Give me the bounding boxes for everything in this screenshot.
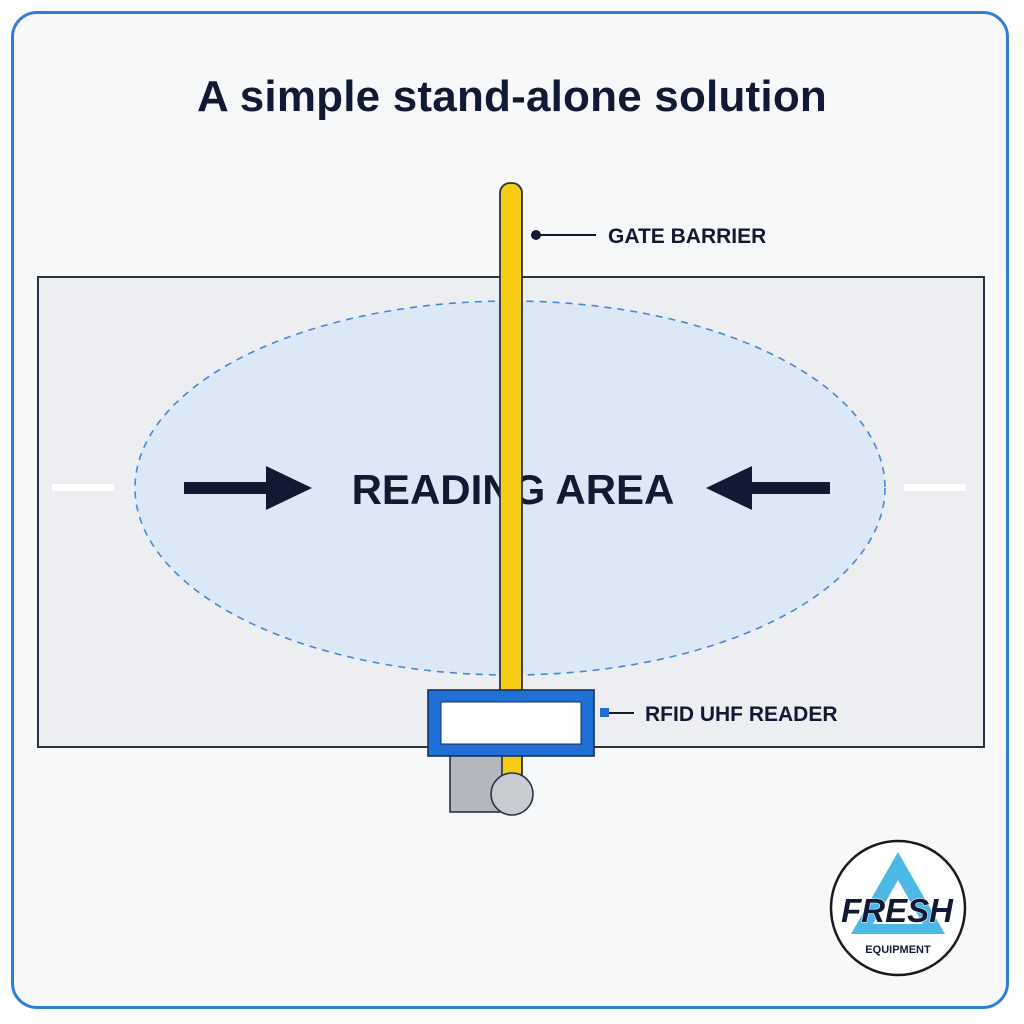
fresh-equipment-logo: FRESH EQUIPMENT [829, 839, 967, 977]
arrow-right-icon [184, 466, 312, 510]
rfid-reader-panel [440, 701, 582, 745]
reader-callout-dot [600, 708, 609, 717]
reader-label: RFID UHF READER [645, 703, 838, 726]
logo-word: FRESH [841, 892, 954, 929]
gate-barrier-label: GATE BARRIER [608, 225, 766, 248]
barrier-hinge [490, 772, 534, 816]
diagram-title: A simple stand-alone solution [196, 72, 827, 121]
arrow-left-icon [706, 466, 830, 510]
lane-dash-left [52, 484, 114, 491]
logo-subtext: EQUIPMENT [865, 944, 931, 956]
lane-dash-right [904, 484, 966, 491]
